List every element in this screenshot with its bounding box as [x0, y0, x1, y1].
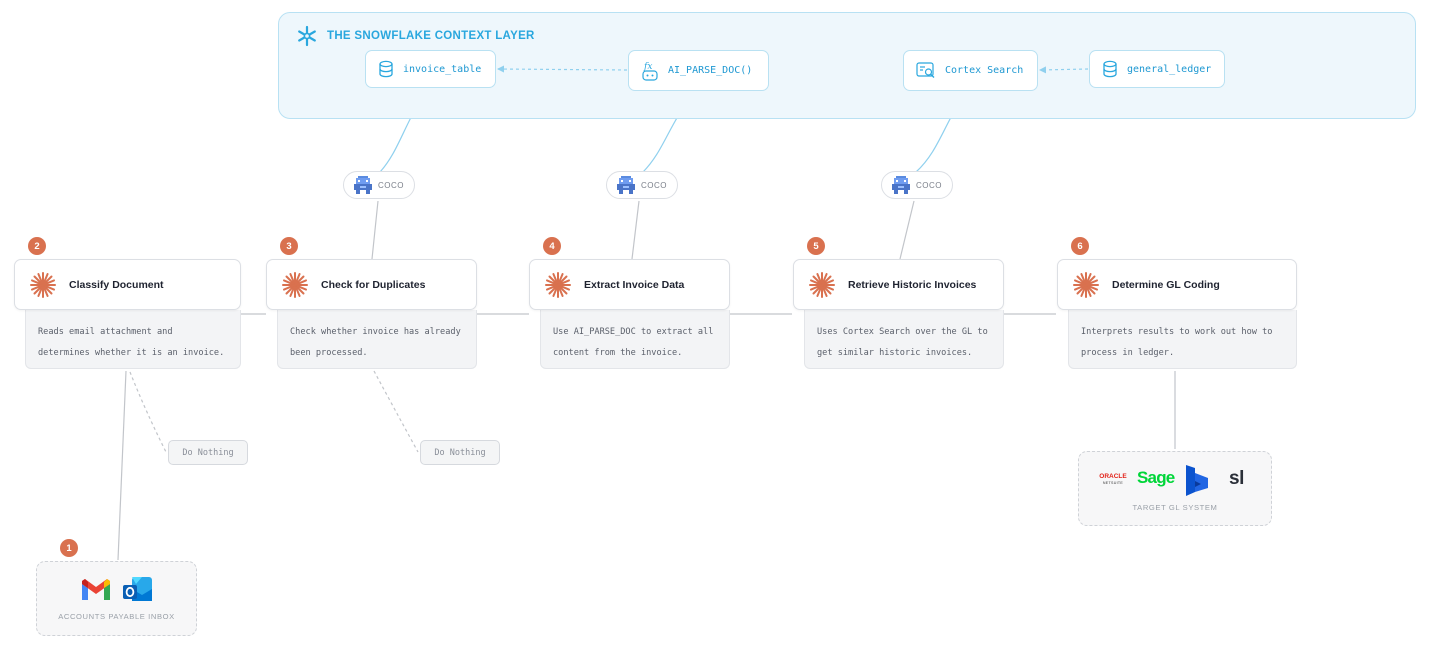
general-ledger-label: general_ledger — [1127, 63, 1212, 75]
step-description: Use AI_PARSE_DOC to extract all content … — [540, 310, 730, 369]
gmail-icon — [82, 579, 110, 600]
function-icon: fx — [642, 62, 658, 81]
target-caption: TARGET GL SYSTEM — [1132, 503, 1218, 512]
step-description: Uses Cortex Search over the GL to get si… — [804, 310, 1004, 369]
step-card-retrieve-historic-invoices[interactable]: Retrieve Historic Invoices — [793, 259, 1004, 310]
coco-pill-5[interactable]: COCO — [881, 171, 953, 199]
search-icon — [916, 61, 935, 78]
ai-parse-doc-node[interactable]: fx AI_PARSE_DOC() — [628, 50, 769, 91]
invoice-table-node[interactable]: invoice_table — [365, 50, 496, 88]
target-gl-system[interactable] — [1078, 451, 1272, 526]
sparkle-asterisk-icon — [30, 271, 56, 298]
dynamics-logo — [1186, 465, 1208, 496]
inbox-caption: ACCOUNTS PAYABLE INBOX — [58, 612, 175, 621]
sage-logo: Sage — [1137, 468, 1175, 487]
step-number-badge: 3 — [280, 237, 298, 255]
coco-pill-4[interactable]: COCO — [606, 171, 678, 199]
step-card-check-duplicates[interactable]: Check for Duplicates — [266, 259, 477, 310]
context-layer-title: THE SNOWFLAKE CONTEXT LAYER — [327, 30, 535, 42]
step-card-determine-gl-coding[interactable]: Determine GL Coding — [1057, 259, 1297, 310]
arrow-3-coco — [371, 200, 379, 260]
arrow-parse-to-table — [497, 65, 628, 73]
step-title: Determine GL Coding — [1112, 278, 1220, 291]
sparkle-asterisk-icon — [545, 271, 571, 298]
arrow-inbox-classify — [117, 370, 127, 561]
coco-pill-3[interactable]: COCO — [343, 171, 415, 199]
step-number-badge: 5 — [807, 237, 825, 255]
general-ledger-node[interactable]: general_ledger — [1089, 50, 1225, 88]
step-title: Extract Invoice Data — [584, 278, 685, 291]
accounts-payable-inbox[interactable] — [36, 561, 197, 636]
pixel-robot-icon — [354, 176, 372, 194]
step-number-badge: 4 — [543, 237, 561, 255]
ai-parse-doc-label: AI_PARSE_DOC() — [668, 65, 753, 76]
netsuite-text: NETSUITE — [1102, 481, 1124, 485]
sparkle-asterisk-icon — [809, 271, 835, 298]
step-description: Interprets results to work out how to pr… — [1068, 310, 1297, 369]
database-icon — [379, 60, 393, 78]
invoice-table-label: invoice_table — [403, 63, 482, 75]
do-nothing-node[interactable]: Do Nothing — [168, 440, 248, 465]
arrow-classify-nothing — [129, 371, 167, 453]
cortex-search-node[interactable]: Cortex Search — [903, 50, 1038, 91]
step-description: Reads email attachment and determines wh… — [25, 310, 241, 369]
sparkle-asterisk-icon — [1073, 271, 1099, 298]
step-title: Classify Document — [69, 278, 164, 291]
svg-text:fx: fx — [643, 62, 652, 72]
step-number-badge: 6 — [1071, 237, 1089, 255]
snowflake-icon — [298, 25, 316, 47]
sparkle-asterisk-icon — [282, 271, 308, 298]
do-nothing-node[interactable]: Do Nothing — [420, 440, 500, 465]
database-icon — [1103, 60, 1117, 78]
cortex-search-label: Cortex Search — [945, 65, 1024, 76]
step-card-extract-invoice-data[interactable]: Extract Invoice Data — [529, 259, 730, 310]
coco-label: COCO — [641, 180, 667, 190]
pixel-robot-icon — [617, 176, 635, 194]
step-title: Check for Duplicates — [321, 278, 426, 291]
arrow-4-coco — [631, 200, 640, 260]
step-number-badge: 1 — [60, 539, 78, 557]
arrow-ledger-to-cortex — [1039, 66, 1089, 74]
oracle-text: ORACLE — [1099, 473, 1127, 480]
step-description: Check whether invoice has already been p… — [277, 310, 477, 369]
step-title: Retrieve Historic Invoices — [848, 278, 977, 291]
step-card-classify-document[interactable]: Classify Document — [14, 259, 241, 310]
coco-label: COCO — [916, 180, 942, 190]
arrow-dup-nothing — [373, 370, 419, 453]
sl-logo: sl — [1229, 468, 1244, 489]
step-number-badge: 2 — [28, 237, 46, 255]
arrow-5-coco — [899, 200, 915, 260]
context-dashed-arrows — [497, 65, 1089, 74]
coco-label: COCO — [378, 180, 404, 190]
oracle-netsuite-logo: ORACLE NETSUITE — [1097, 473, 1129, 486]
pixel-robot-icon — [892, 176, 910, 194]
outlook-icon — [123, 577, 152, 601]
